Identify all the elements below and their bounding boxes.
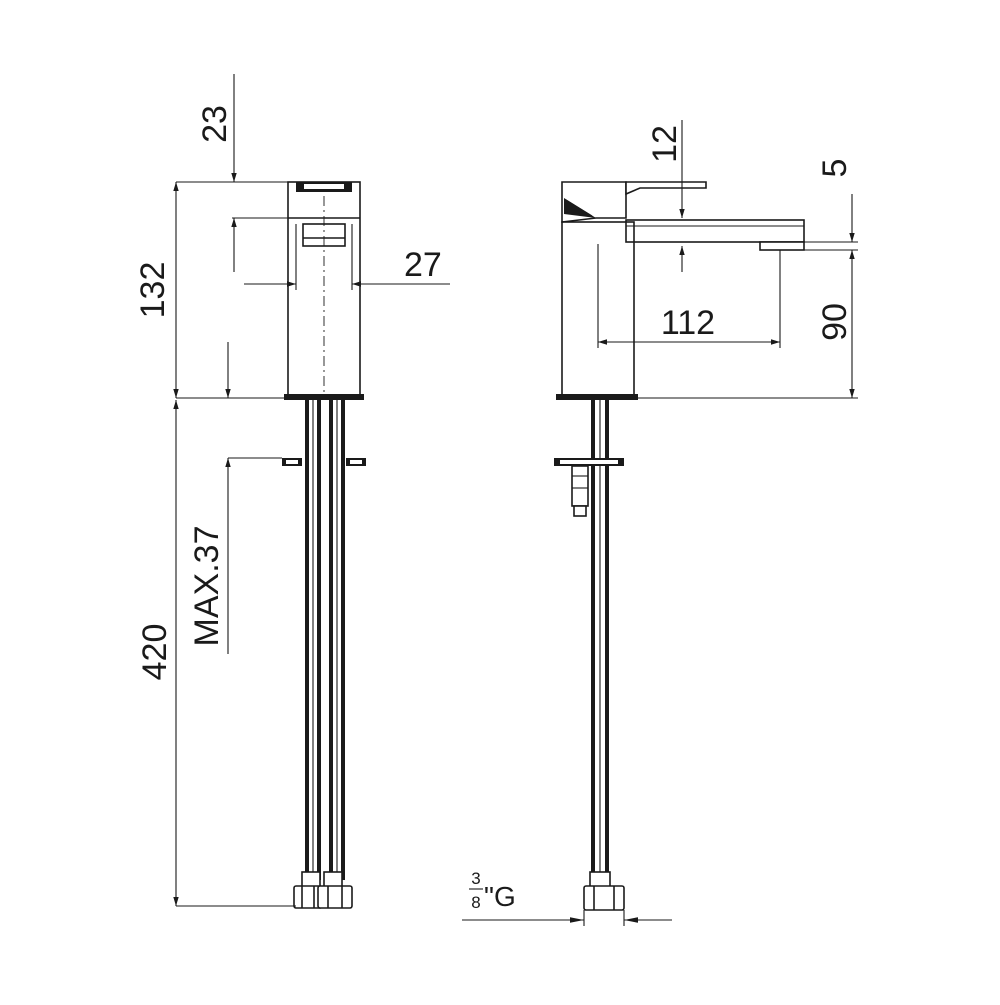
side-view	[554, 181, 805, 911]
dim-spout-offset: 5	[816, 159, 854, 178]
thread-denominator: 8	[471, 893, 480, 912]
dim-body-height: 132	[134, 262, 172, 319]
front-hose-nut-right	[317, 885, 353, 909]
dim-top-offset: 23	[196, 105, 234, 143]
thread-numerator: 3	[471, 869, 480, 888]
dim-spout-reach: 112	[661, 304, 715, 342]
dim-body-width: 27	[404, 246, 442, 284]
thread-label: 3 8 "G	[469, 869, 516, 912]
dim-lever-height: 12	[646, 125, 684, 163]
side-lever-handle	[625, 181, 707, 196]
side-stud	[571, 465, 589, 507]
side-base-plate	[556, 394, 638, 400]
side-dimensions: 12 5 90 112 3 8 "G	[462, 120, 858, 926]
side-spout	[625, 219, 805, 243]
dim-total-length: 420	[136, 624, 174, 681]
side-hose-nut	[583, 885, 625, 911]
thread-suffix: "G	[484, 881, 516, 912]
front-view	[282, 181, 366, 909]
side-aerator	[759, 241, 805, 251]
dim-max-thickness: MAX.37	[188, 526, 226, 647]
front-dimensions: 23 132 27 420 MAX.37	[134, 74, 450, 907]
side-lever-head	[561, 181, 627, 223]
dim-spout-height: 90	[816, 303, 854, 341]
